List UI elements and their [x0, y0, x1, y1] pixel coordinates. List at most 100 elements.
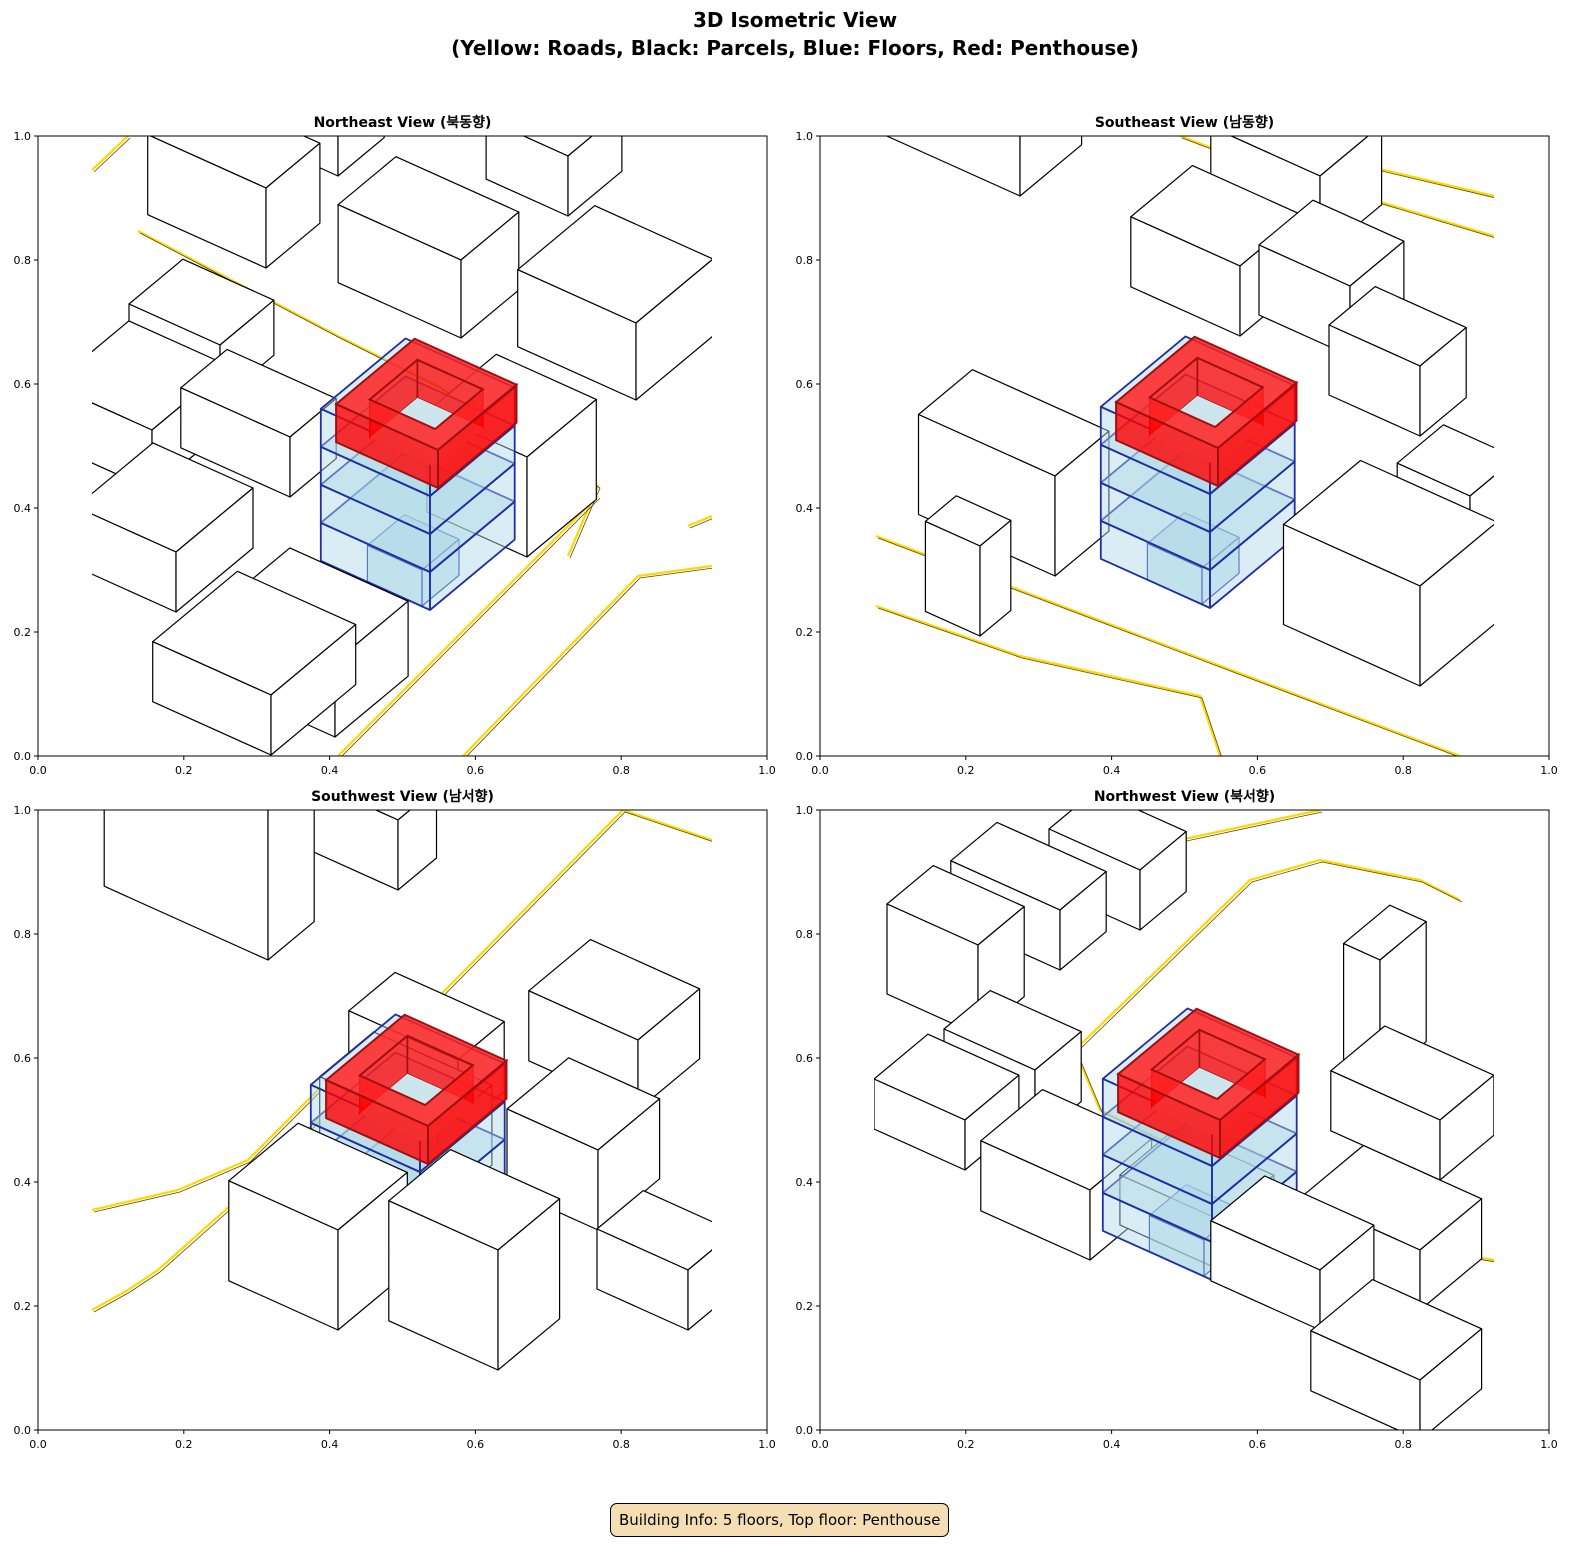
x-tick-label: 0.2 — [957, 1438, 975, 1451]
x-tick-label: 0.4 — [321, 1438, 339, 1451]
panel-title: Southwest View (남서향) — [311, 788, 494, 805]
penthouse-face — [1217, 380, 1298, 489]
parcel-building-face — [1439, 1074, 1494, 1181]
parcel-building-face — [374, 810, 411, 821]
y-tick-label: 1.0 — [14, 130, 32, 143]
y-tick-label: 0.8 — [796, 254, 814, 267]
parcel-building-face — [1419, 1328, 1483, 1430]
y-tick-label: 0.0 — [14, 750, 32, 763]
penthouse-face — [427, 1058, 508, 1167]
parcel-building-face — [485, 136, 569, 217]
axes-frame — [819, 135, 1550, 757]
parcel-building-face — [397, 810, 438, 891]
x-tick-label: 1.0 — [1540, 1438, 1558, 1451]
x-tick-label: 0.4 — [321, 764, 339, 777]
road-line — [875, 534, 1461, 756]
panel-southeast: 0.0 0.2 0.4 0.6 0.8 1.0 0.0 0.2 0.4 0.6 0.8 1.0 Sout… — [796, 0, 1558, 777]
figure-title-line2: (Yellow: Roads, Black: Parcels, Blue: Fl… — [451, 36, 1139, 60]
scene — [92, 810, 712, 1371]
axes-frame — [819, 809, 1550, 1431]
parcel-building-face — [979, 519, 1012, 637]
road-edge — [466, 567, 712, 756]
y-tick-label: 0.2 — [796, 1300, 814, 1313]
road-edge — [93, 137, 131, 173]
parcel-building-face — [637, 988, 701, 1111]
road-edge — [877, 537, 1458, 756]
y-tick-label: 0.4 — [14, 1176, 32, 1189]
y-tick-label: 0.4 — [796, 502, 814, 515]
y-tick-label: 1.0 — [14, 804, 32, 817]
road-line — [337, 495, 599, 756]
x-tick-label: 0.4 — [1103, 764, 1121, 777]
parcel-building-face — [567, 136, 623, 217]
parcel-building-face — [884, 0, 1082, 96]
x-tick-label: 0.8 — [612, 764, 630, 777]
y-tick-label: 0.8 — [796, 928, 814, 941]
x-tick-label: 0.6 — [467, 1438, 485, 1451]
road-line — [1074, 858, 1461, 1051]
panel-title: Northeast View (북동향) — [314, 114, 492, 131]
road-edge — [93, 1071, 341, 1213]
road-line — [875, 604, 1222, 756]
x-tick-label: 0.6 — [1249, 1438, 1267, 1451]
y-tick-label: 0.6 — [14, 378, 32, 391]
x-tick-label: 1.0 — [758, 764, 776, 777]
x-tick-label: 0.6 — [467, 764, 485, 777]
penthouse-face — [437, 382, 518, 491]
x-tick-label: 0.4 — [1103, 1438, 1121, 1451]
parcel-building-face — [1419, 327, 1467, 437]
x-tick-label: 1.0 — [758, 1438, 776, 1451]
parcel-building-face — [337, 136, 385, 177]
parcel-building-face — [522, 136, 594, 157]
parcel-building-face — [265, 142, 321, 269]
parcel-building-face — [175, 487, 254, 613]
parcel-building-face — [1419, 523, 1494, 687]
y-tick-label: 1.0 — [796, 130, 814, 143]
road-line — [92, 810, 712, 1311]
road-line — [92, 1069, 339, 1212]
x-tick-label: 0.2 — [957, 764, 975, 777]
x-tick-label: 0.6 — [1249, 764, 1267, 777]
road-line — [687, 514, 712, 528]
road-edge — [877, 607, 1222, 756]
x-tick-label: 0.2 — [175, 764, 193, 777]
y-tick-label: 0.0 — [796, 750, 814, 763]
x-tick-label: 0.8 — [1394, 764, 1412, 777]
parcel-building-face — [526, 398, 597, 558]
figure-title: 3D Isometric View (Yellow: Roads, Black:… — [0, 6, 1590, 62]
road-edge — [1076, 861, 1463, 1053]
y-tick-label: 0.6 — [796, 1052, 814, 1065]
parcel-building-face — [1019, 136, 1083, 197]
parcel-building-face — [1059, 870, 1107, 971]
road-edge — [689, 518, 712, 529]
axes-frame — [37, 135, 768, 757]
y-tick-label: 0.4 — [796, 1176, 814, 1189]
parcel-building-face — [635, 259, 712, 401]
x-tick-label: 0.0 — [811, 764, 829, 777]
y-tick-label: 0.2 — [796, 626, 814, 639]
parcel-building-face — [687, 1249, 712, 1331]
parcel-building-face — [103, 810, 269, 961]
y-tick-label: 0.2 — [14, 1300, 32, 1313]
y-tick-label: 0.0 — [796, 1424, 814, 1437]
x-tick-label: 0.8 — [612, 1438, 630, 1451]
y-tick-label: 0.0 — [14, 1424, 32, 1437]
y-tick-label: 0.2 — [14, 626, 32, 639]
parcel-building-face — [1419, 1198, 1483, 1311]
scene — [874, 810, 1494, 1430]
x-tick-label: 1.0 — [1540, 764, 1558, 777]
x-tick-label: 0.8 — [1394, 1438, 1412, 1451]
parcel-building-face — [1139, 831, 1187, 931]
y-tick-label: 0.6 — [796, 378, 814, 391]
parcel-building-face — [497, 1198, 561, 1371]
x-tick-label: 0.0 — [29, 1438, 47, 1451]
parcel-building-face — [238, 33, 384, 117]
axes-frame — [37, 809, 768, 1431]
y-tick-label: 0.8 — [14, 928, 32, 941]
y-tick-label: 0.8 — [14, 254, 32, 267]
parcel-building-face — [270, 624, 357, 756]
panel-title: Southeast View (남동향) — [1095, 114, 1274, 131]
